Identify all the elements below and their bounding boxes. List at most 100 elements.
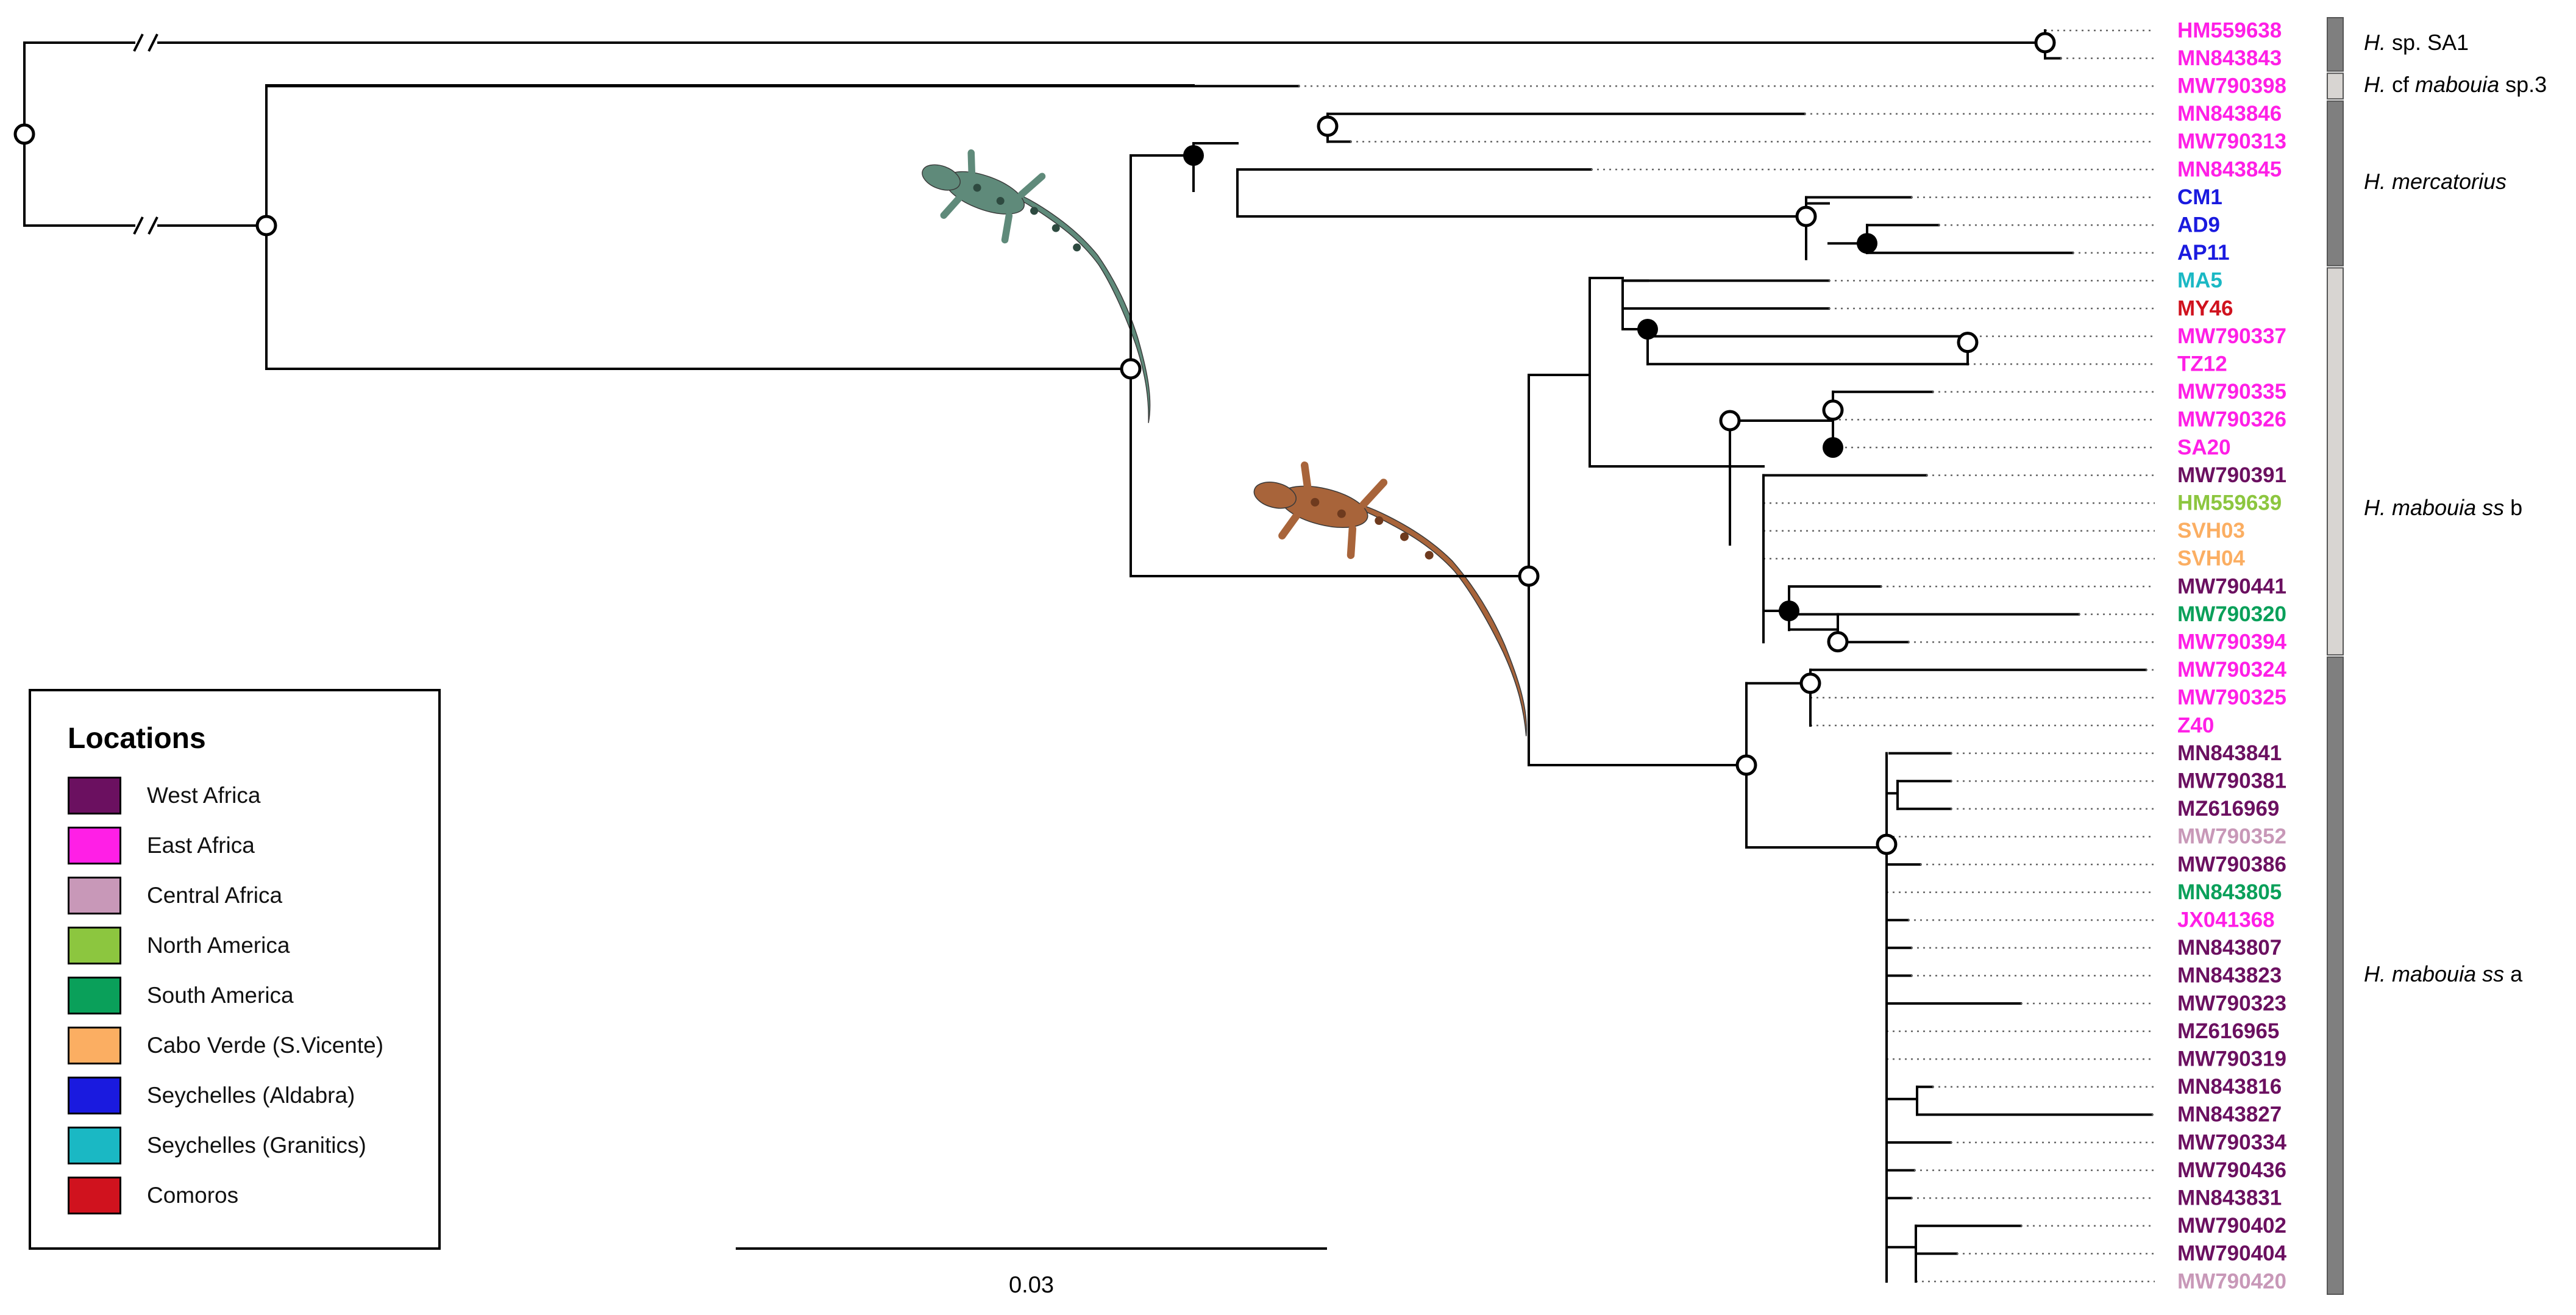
tip-label: MW790334: [2177, 1130, 2287, 1154]
branch-break-mark: [133, 216, 144, 235]
legend-swatch: [68, 977, 121, 1014]
clade-label-part: H. mabouia ss: [2364, 961, 2504, 986]
tip-label: MN843845: [2177, 157, 2282, 181]
tip-label: HM559639: [2177, 491, 2282, 515]
node-support-open: [13, 123, 35, 145]
tip-label: MN843807: [2177, 936, 2282, 960]
legend-swatch: [68, 1027, 121, 1064]
clade-bar: [2327, 17, 2344, 72]
tip-label: MW790394: [2177, 630, 2287, 654]
legend-label: East Africa: [147, 833, 255, 858]
clade-label-part: mabouia: [2415, 72, 2499, 97]
node-support-open: [1719, 410, 1741, 432]
tip-label: JX041368: [2177, 908, 2275, 932]
node-support-open: [1876, 833, 1898, 855]
tip-label: MN843843: [2177, 46, 2282, 70]
clade-label-part: H. mercatorius: [2364, 169, 2507, 194]
tip-label: MW790404: [2177, 1242, 2287, 1266]
node-support-filled: [1779, 600, 1799, 621]
legend-label: West Africa: [147, 783, 261, 808]
clade-label-part: cf: [2386, 72, 2415, 97]
clade-label-part: b: [2504, 495, 2522, 520]
tip-label: MZ616969: [2177, 797, 2279, 821]
clade-label: H. sp. SA1: [2364, 30, 2469, 55]
tip-label: MW790381: [2177, 769, 2286, 793]
tip-label: MW790386: [2177, 852, 2286, 876]
legend-item: Seychelles (Granitics): [68, 1127, 366, 1164]
tip-label: MW790335: [2177, 380, 2286, 404]
tip-label: AP11: [2177, 241, 2230, 265]
node-support-open: [1795, 205, 1817, 227]
legend-label: Seychelles (Aldabra): [147, 1083, 355, 1108]
legend-item: Seychelles (Aldabra): [68, 1077, 355, 1114]
node-markers: [13, 32, 2056, 855]
tip-label: MW790323: [2177, 991, 2286, 1015]
clade-label: H. mabouia ss b: [2364, 495, 2522, 520]
legend-title: Locations: [68, 722, 206, 755]
legend-item: Comoros: [68, 1177, 238, 1214]
node-support-open: [1799, 672, 1821, 694]
legend-swatch: [68, 827, 121, 864]
tip-label: MN843831: [2177, 1186, 2282, 1210]
branch-break-mark: [133, 34, 144, 52]
node-support-open: [255, 215, 277, 237]
tip-label: MW790398: [2177, 74, 2286, 98]
tip-label: MY46: [2177, 296, 2233, 320]
tip-label: MW790352: [2177, 825, 2286, 849]
tip-label: MW790337: [2177, 324, 2286, 348]
node-support-filled: [1823, 437, 1843, 458]
legend-label: Cabo Verde (S.Vicente): [147, 1033, 384, 1058]
tip-label: MW790402: [2177, 1214, 2286, 1238]
legend-item: East Africa: [68, 827, 255, 864]
node-support-open: [1518, 565, 1540, 587]
gecko-brown-image: [1253, 461, 1527, 736]
tip-label: AD9: [2177, 213, 2220, 237]
clade-label-part: H. mabouia ss: [2364, 495, 2504, 520]
node-support-open: [1317, 115, 1339, 137]
legend-label: Comoros: [147, 1183, 239, 1208]
clade-label: H. mercatorius: [2364, 169, 2507, 194]
tip-label: CM1: [2177, 185, 2222, 209]
legend-item: South America: [68, 977, 294, 1014]
legend-swatch: [68, 927, 121, 964]
tree-branches: [23, 29, 2155, 1283]
legend-item: Cabo Verde (S.Vicente): [68, 1027, 383, 1064]
scale-bar: 0.03: [736, 1247, 1327, 1298]
clade-label-part: sp.3: [2499, 72, 2547, 97]
legend-item: West Africa: [68, 777, 260, 814]
legend-swatch: [68, 777, 121, 814]
tip-label: MN843816: [2177, 1075, 2282, 1099]
legend-label: South America: [147, 983, 294, 1008]
legend-label: North America: [147, 933, 290, 958]
node-support-filled: [1857, 233, 1877, 254]
tip-label: MW790324: [2177, 658, 2287, 682]
tip-label: SA20: [2177, 435, 2231, 459]
scale-bar-label: 0.03: [1009, 1272, 1054, 1298]
node-support-open: [1822, 399, 1844, 421]
tip-label: MZ616965: [2177, 1019, 2279, 1043]
tip-label: TZ12: [2177, 352, 2227, 376]
tip-label: MW790436: [2177, 1158, 2286, 1182]
tip-label: Z40: [2177, 713, 2214, 737]
tip-label: MW790325: [2177, 686, 2286, 710]
gecko-green-image: [922, 149, 1151, 423]
tip-label: MN843805: [2177, 880, 2282, 904]
tip-label: HM559638: [2177, 18, 2282, 42]
tip-label: MW790420: [2177, 1269, 2286, 1293]
tip-label: MW790313: [2177, 130, 2286, 154]
tip-label: SVH04: [2177, 547, 2245, 571]
legend-item: North America: [68, 927, 290, 964]
clade-label: H. cf mabouia sp.3: [2364, 72, 2547, 97]
clade-bar: [2327, 100, 2344, 266]
legend-label: Central Africa: [147, 883, 283, 908]
tip-label: MN843823: [2177, 964, 2282, 988]
node-support-open: [1827, 631, 1849, 653]
clade-bar: [2327, 656, 2344, 1295]
clade-label-part: H.: [2364, 30, 2386, 55]
node-support-open: [1735, 754, 1757, 776]
tip-label: MN843846: [2177, 102, 2282, 126]
tip-label: MW790441: [2177, 574, 2286, 598]
